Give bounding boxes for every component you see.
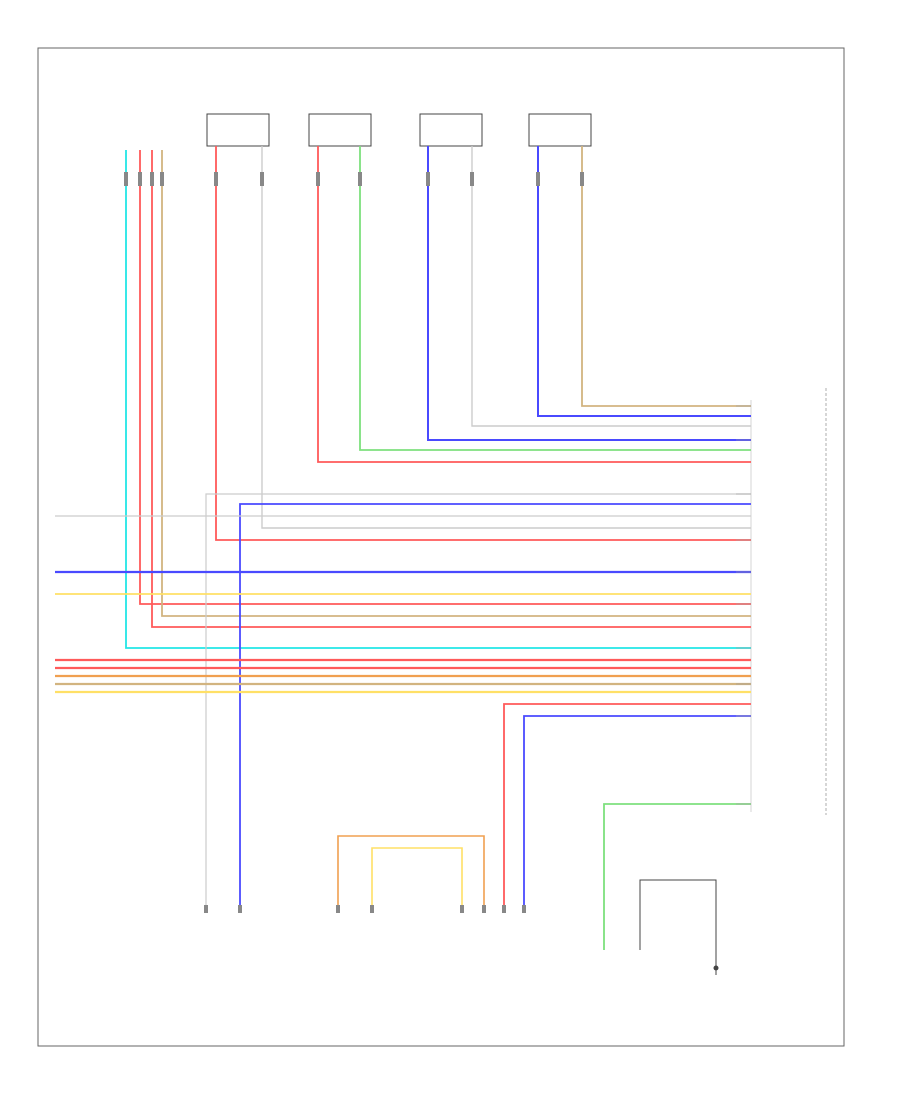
wire-blue-bottom-1 xyxy=(239,503,751,905)
pin-marker xyxy=(522,905,526,913)
wire-tan-c4 xyxy=(581,146,751,407)
wire-white-c3 xyxy=(471,146,751,427)
connector-box-3 xyxy=(419,113,483,147)
diagram-frame xyxy=(37,47,845,1047)
ground-terminal xyxy=(713,965,719,971)
pin-marker xyxy=(160,172,164,186)
pin-marker xyxy=(204,905,208,913)
pin-marker xyxy=(536,172,540,186)
wire-red-c1 xyxy=(215,146,751,541)
wire-white-c1 xyxy=(261,146,751,529)
wire-yellow-loop xyxy=(371,847,463,905)
right-pin-ticks xyxy=(736,405,751,805)
pin-marker xyxy=(214,172,218,186)
wire-tan xyxy=(161,150,751,617)
pin-marker xyxy=(580,172,584,186)
left-wire-group xyxy=(125,150,751,649)
pin-marker xyxy=(370,905,374,913)
wire-red-2 xyxy=(151,150,751,628)
pin-marker xyxy=(138,172,142,186)
wire-cyan xyxy=(125,150,751,649)
pin-marker xyxy=(316,172,320,186)
pin-marker xyxy=(460,905,464,913)
connector-box-1 xyxy=(206,113,270,147)
pin-marker xyxy=(482,905,486,913)
wire-red-1 xyxy=(139,150,751,605)
wire-orange-loop xyxy=(337,835,485,905)
wire-red-lower xyxy=(503,703,751,905)
pin-marker xyxy=(124,172,128,186)
top-pin-markers xyxy=(124,172,584,186)
pin-marker xyxy=(358,172,362,186)
pin-marker xyxy=(260,172,264,186)
pin-marker xyxy=(470,172,474,186)
connector-box-2 xyxy=(308,113,372,147)
wire-white-bottom-1 xyxy=(205,493,751,905)
connector-box-4 xyxy=(528,113,592,147)
pin-marker xyxy=(150,172,154,186)
wire-blue-lower xyxy=(523,715,751,905)
wire-green-c2 xyxy=(359,146,751,451)
wire-blue-c4 xyxy=(537,146,751,417)
top-connectors xyxy=(206,113,592,147)
pin-marker xyxy=(238,905,242,913)
ground-component-outline xyxy=(639,879,717,960)
pin-marker xyxy=(426,172,430,186)
bottom-pin-markers xyxy=(204,905,526,913)
wire-red-c2 xyxy=(317,146,751,463)
wire-green-lower xyxy=(603,803,751,950)
left-edge-wires xyxy=(55,515,751,694)
pin-marker xyxy=(502,905,506,913)
wire-blue-c3 xyxy=(427,146,751,441)
pin-marker xyxy=(336,905,340,913)
